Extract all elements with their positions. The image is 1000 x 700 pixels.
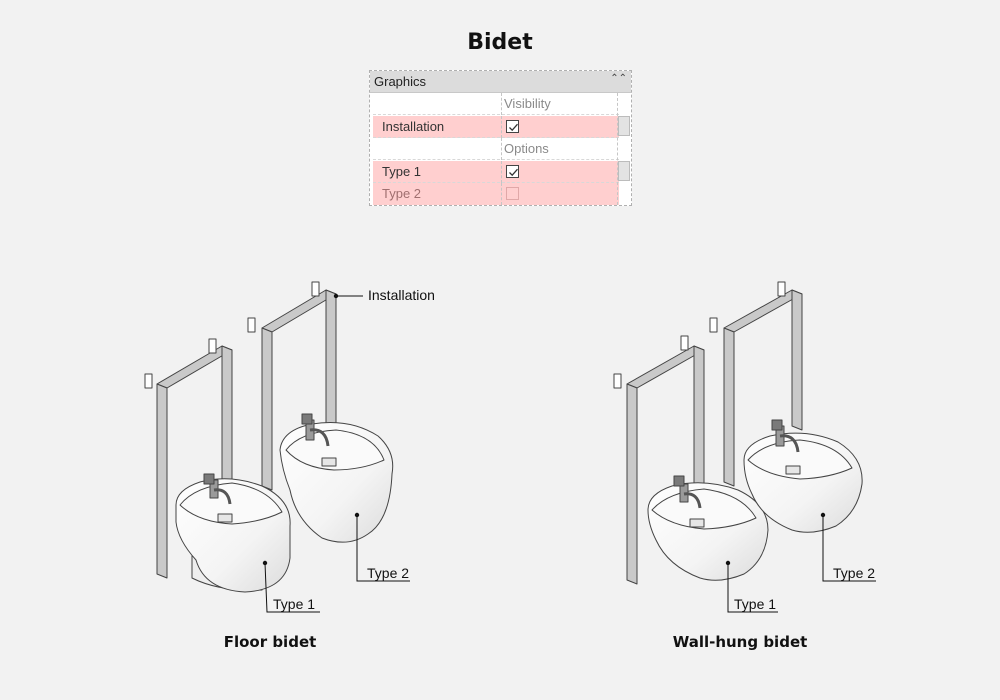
checkmark-icon xyxy=(509,123,518,132)
installation-callout: Installation xyxy=(368,287,435,303)
type1-param-label: Type 1 xyxy=(382,164,422,179)
page-title: Bidet xyxy=(467,30,533,55)
cell-divider xyxy=(501,93,502,115)
cell-divider xyxy=(501,161,502,183)
wall-type1-callout: Type 1 xyxy=(734,596,776,612)
scroll-handle-type1[interactable] xyxy=(618,161,630,181)
floor-type2-callout: Type 2 xyxy=(367,565,409,581)
graphics-properties-panel: Graphics ⌃⌃ Visibility Installation Opti… xyxy=(369,70,632,206)
floor-bidet-type2 xyxy=(279,413,394,543)
wall-bidet-type1 xyxy=(647,475,769,581)
options-group-label: Options xyxy=(504,141,549,156)
type1-param-row[interactable]: Type 1 xyxy=(373,161,619,183)
wall-bidet-type2 xyxy=(743,419,863,533)
wall-type2-callout: Type 2 xyxy=(833,565,875,581)
panel-scrollbar[interactable] xyxy=(617,93,630,205)
wall-bidet-group xyxy=(613,281,863,585)
wall-type2-leader-dot xyxy=(820,512,826,518)
wall-bidet-caption: Wall-hung bidet xyxy=(673,633,808,651)
options-group-row: Options xyxy=(373,138,619,160)
floor-type2-leader-dot xyxy=(354,512,360,518)
graphics-panel-header[interactable]: Graphics ⌃⌃ xyxy=(370,71,631,93)
floor-type1-callout: Type 1 xyxy=(273,596,315,612)
visibility-group-label: Visibility xyxy=(504,96,551,111)
floor-bidet-type1 xyxy=(175,473,291,593)
cell-divider xyxy=(501,183,502,205)
installation-checkbox[interactable] xyxy=(506,120,519,133)
floor-type1-leader-dot xyxy=(262,560,268,566)
floor-bidet-group xyxy=(144,281,394,593)
wall-frame-front xyxy=(709,281,803,487)
type2-checkbox[interactable] xyxy=(506,187,519,200)
type1-checkbox[interactable] xyxy=(506,165,519,178)
scroll-handle-installation[interactable] xyxy=(618,116,630,136)
wall-callout-lines xyxy=(727,515,876,613)
cell-divider xyxy=(501,116,502,138)
installation-leader-dot xyxy=(333,293,339,299)
cell-divider xyxy=(501,138,502,160)
checkmark-icon xyxy=(509,168,518,177)
installation-frame-front xyxy=(247,281,337,491)
floor-callout-lines xyxy=(264,295,410,613)
visibility-group-row: Visibility xyxy=(373,93,619,115)
installation-param-label: Installation xyxy=(382,119,445,134)
double-chevron-up-icon[interactable]: ⌃⌃ xyxy=(610,73,627,84)
type2-param-label: Type 2 xyxy=(382,186,422,201)
graphics-panel-title: Graphics xyxy=(374,74,427,89)
type2-param-row[interactable]: Type 2 xyxy=(373,183,619,205)
installation-param-row[interactable]: Installation xyxy=(373,116,619,138)
wall-type1-leader-dot xyxy=(725,560,731,566)
floor-bidet-caption: Floor bidet xyxy=(224,633,317,651)
